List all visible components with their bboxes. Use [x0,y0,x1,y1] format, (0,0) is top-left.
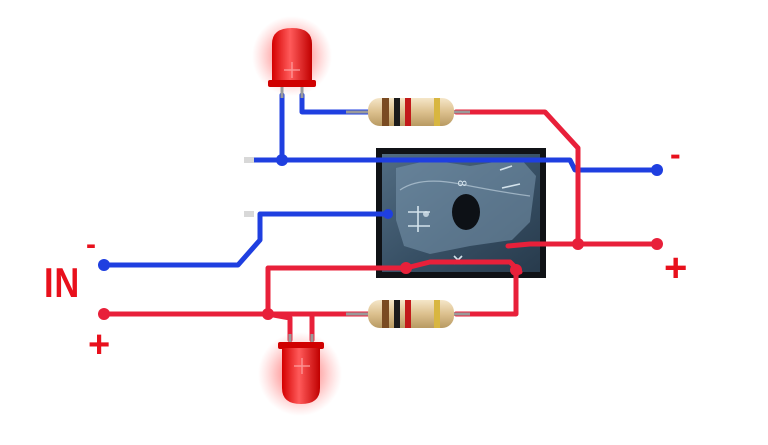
wire-output-negative [245,157,660,173]
output-positive-sign: + [664,246,688,290]
output-negative-sign: - [670,136,681,172]
resistor-bottom [346,300,470,328]
led-top [252,16,332,98]
positive-wires [101,109,660,343]
junction-dot [510,264,522,276]
junction-dot [383,209,393,219]
input-negative-terminal[interactable] [98,259,110,271]
wire-led2-left [265,311,293,343]
junction-dot [572,238,584,250]
input-positive-terminal[interactable] [98,308,110,320]
junction-dot [400,262,412,274]
wire-output-positive [453,109,660,247]
led-bottom [258,332,342,416]
resistor-top [346,98,470,126]
output-negative-terminal[interactable] [651,164,663,176]
bridge-rectifier: 8 [376,148,546,278]
junctions [98,154,663,320]
junction-dot [276,154,288,166]
input-negative-sign: - [86,228,96,261]
svg-text:8: 8 [455,180,469,187]
wire-ac-to-bridge [265,259,523,317]
wire-input-negative [101,211,391,268]
output-positive-terminal[interactable] [651,238,663,250]
input-label: IN [44,259,81,306]
input-positive-sign: + [88,324,111,366]
mounting-hole [452,194,480,230]
wire-resistor2-right [453,269,519,317]
wire-led1-anode [299,92,373,115]
junction-dot [262,308,274,320]
wire-bridge-to-output [505,241,581,249]
